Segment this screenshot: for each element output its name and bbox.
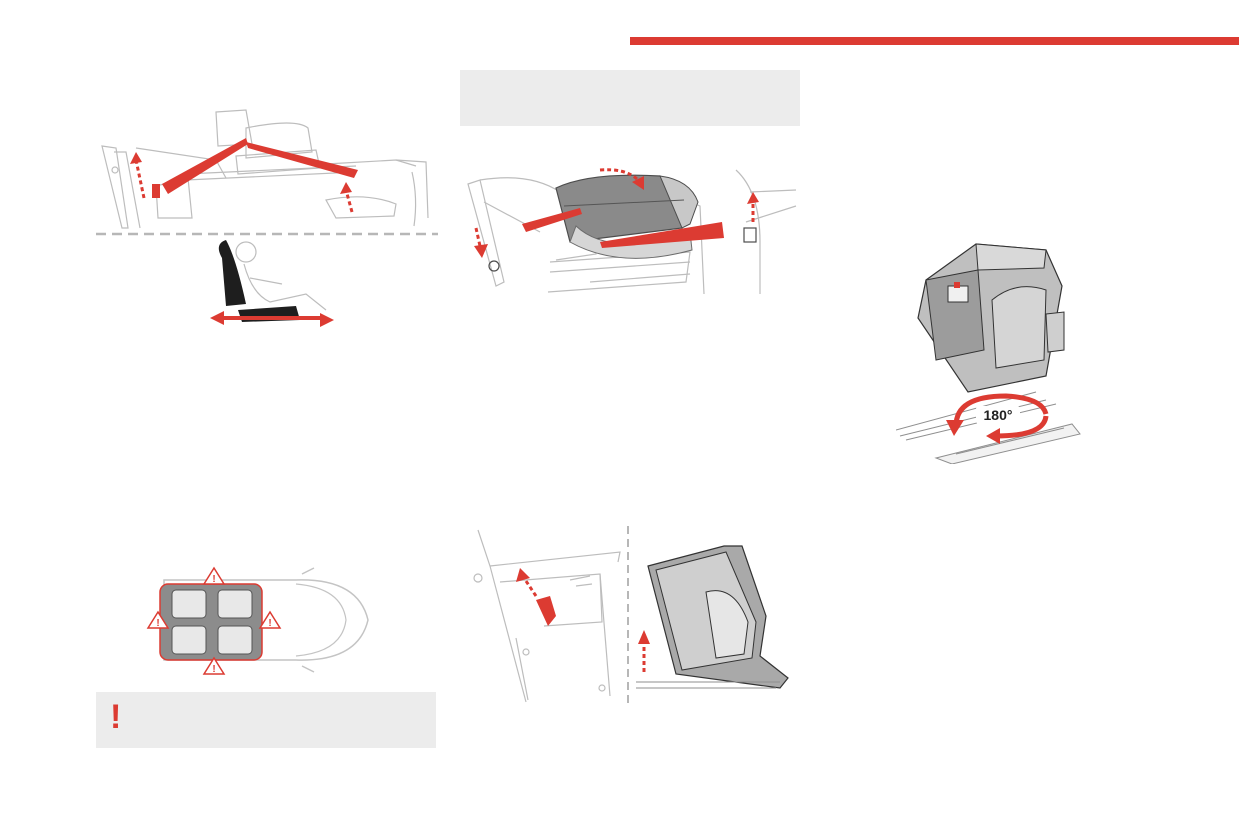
seat-release-illustration <box>467 168 797 295</box>
svg-text:!: ! <box>268 618 271 629</box>
header-accent-bar <box>630 37 1239 45</box>
exclamation-icon: ! <box>110 698 122 736</box>
seat-longitudinal-adjustment-illustration <box>96 109 438 327</box>
info-box <box>460 70 800 126</box>
svg-text:!: ! <box>212 664 215 675</box>
warning-box: ! <box>96 692 436 748</box>
svg-text:!: ! <box>212 574 215 585</box>
seat-fold-removal-illustration <box>473 526 789 704</box>
svg-text:!: ! <box>156 618 159 629</box>
seat-rotation-illustration: 180° <box>896 243 1081 464</box>
rotation-angle-label: 180° <box>984 407 1013 423</box>
seat-layout-top-view-illustration: ! ! ! ! <box>146 566 369 675</box>
